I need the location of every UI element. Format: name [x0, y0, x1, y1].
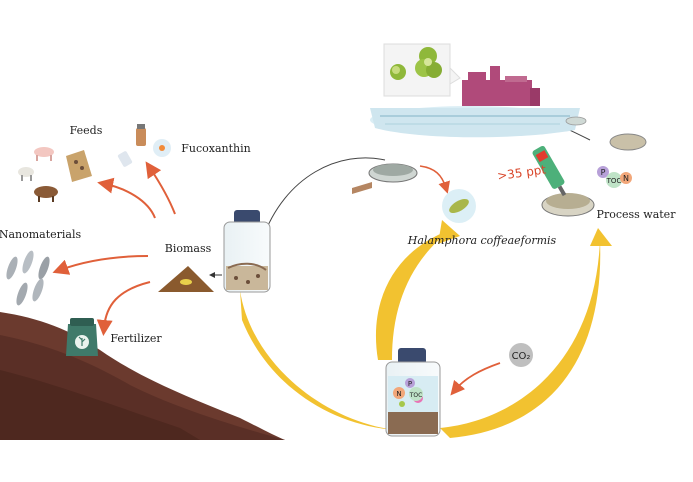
co2-arrow	[450, 362, 501, 396]
nanomaterials-label: Nanomaterials	[0, 228, 82, 241]
fertilizer-bag-icon	[66, 318, 98, 356]
badge-toc: TOC	[606, 177, 622, 185]
arrow-to-fucoxanthin	[145, 161, 176, 215]
culture-sample-icon	[352, 182, 372, 194]
culture-petri-dish	[368, 163, 418, 183]
co2-label: CO₂	[512, 351, 531, 362]
salinity-label: >35 ppt	[496, 162, 547, 183]
fucoxanthin-vial-icon	[117, 124, 171, 167]
arrow-to-fertilizer	[96, 281, 151, 336]
cycle-arrow-right	[440, 228, 612, 438]
diatom-cell-icon	[442, 189, 476, 223]
biomass-label: Biomass	[165, 242, 212, 255]
badge-n: N	[623, 174, 629, 183]
species-label: Halamphora coffeaeformis	[407, 234, 557, 247]
microscope-image	[383, 43, 461, 97]
jar-nutrient-badges: P N TOC	[393, 378, 423, 401]
cycle-arrow-center	[375, 220, 460, 360]
fucoxanthin-label: Fucoxanthin	[181, 142, 250, 155]
feeds-animals-icon	[18, 147, 58, 202]
biomass-jar	[223, 210, 271, 293]
nanomaterials-diatom-frustules-icon	[6, 250, 50, 306]
factory-pond	[370, 66, 580, 138]
feed-sack-icon	[66, 150, 92, 182]
inoculation-arrow	[419, 165, 450, 194]
jar-badge-n: N	[396, 390, 401, 398]
cycle-arrow-left	[232, 270, 395, 430]
jar-badge-toc: TOC	[409, 392, 423, 399]
salinity-probe-icon	[532, 145, 567, 197]
harvest-arc	[261, 157, 386, 241]
process-water-nutrient-badges: P TOC N	[597, 166, 632, 188]
arrow-to-feeds	[97, 177, 156, 219]
fertilizer-label: Fertilizer	[110, 332, 162, 345]
process-water-label: Process water	[597, 208, 677, 221]
feeds-label: Feeds	[70, 124, 103, 137]
arrow-to-nanomaterials	[52, 255, 149, 275]
small-dish-icon	[565, 116, 587, 126]
badge-p: P	[601, 168, 606, 177]
biomass-pile-icon	[158, 266, 214, 292]
co2-bubble: CO₂	[509, 343, 533, 367]
process-water-dish	[541, 133, 647, 217]
jar-badge-p: P	[408, 380, 412, 388]
